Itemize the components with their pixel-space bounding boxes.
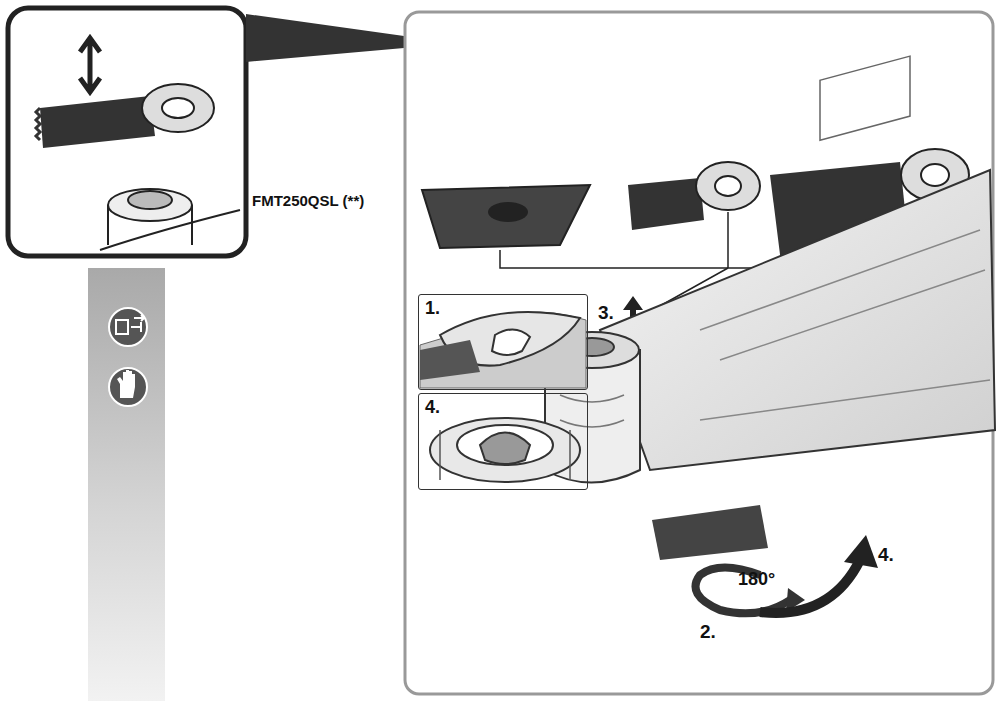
blade-under	[652, 505, 768, 560]
turn-arrow	[696, 568, 791, 614]
inset-box: 4.	[418, 393, 588, 490]
inset-box: 1.	[418, 294, 588, 390]
step-number: 3.	[598, 303, 614, 322]
sanding-pad	[422, 185, 590, 248]
detail-box	[8, 8, 246, 256]
unplug-icon	[109, 308, 147, 346]
tool-body	[600, 170, 995, 470]
step-number: 4.	[878, 545, 894, 564]
step-number: 1.	[425, 298, 440, 319]
narrow-blade	[628, 178, 704, 230]
step-number: 2.	[700, 622, 716, 641]
zoom-wedge	[246, 14, 404, 62]
glove-icon	[109, 368, 147, 406]
angle-label: 180°	[738, 570, 775, 588]
side-band	[88, 268, 165, 701]
model-label: FMT250QSL (**)	[252, 193, 364, 208]
step-number: 4.	[425, 397, 440, 418]
